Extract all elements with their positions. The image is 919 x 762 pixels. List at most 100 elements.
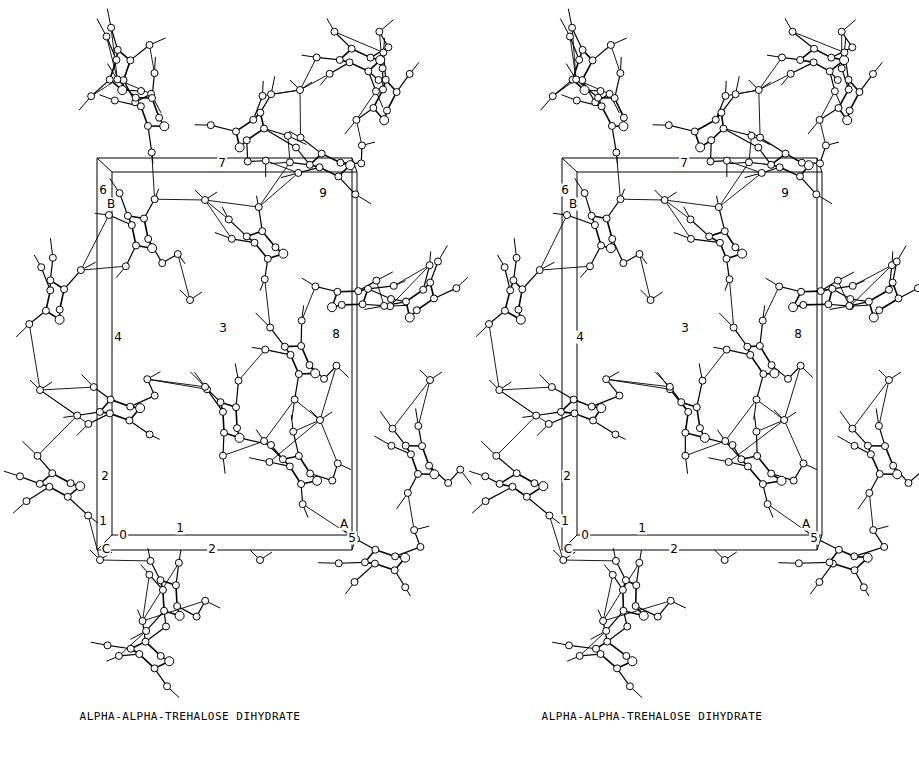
atom-circle bbox=[264, 255, 271, 262]
atom-circle bbox=[846, 107, 853, 114]
atom-circle bbox=[768, 470, 775, 477]
atom-circle bbox=[49, 470, 56, 477]
atom-circle bbox=[382, 76, 389, 83]
atom-circle bbox=[37, 387, 44, 394]
bond-line bbox=[148, 126, 152, 153]
bond-line bbox=[606, 379, 670, 389]
bond-line bbox=[665, 200, 719, 207]
bond-line bbox=[38, 416, 78, 456]
atom-circle bbox=[829, 285, 836, 292]
axis-label: 5 bbox=[809, 532, 819, 545]
atom-circle bbox=[23, 498, 30, 505]
atom-circle bbox=[882, 443, 889, 450]
atom-circle bbox=[595, 94, 602, 101]
atom-circle bbox=[228, 235, 235, 242]
atom-circle bbox=[589, 57, 596, 64]
axis-label: 0 bbox=[580, 529, 590, 542]
atom-circle bbox=[261, 125, 268, 132]
atom-circle bbox=[590, 417, 597, 424]
axis-label: 3 bbox=[680, 322, 690, 335]
atom-circle bbox=[133, 242, 140, 249]
atom-circle bbox=[140, 215, 147, 222]
atom-circle bbox=[720, 125, 727, 132]
atom-circle bbox=[286, 159, 293, 166]
atom-circle bbox=[389, 425, 396, 432]
bond-line bbox=[757, 400, 785, 420]
atom-circle bbox=[259, 228, 266, 235]
atom-circle bbox=[845, 86, 852, 93]
atom-circle bbox=[865, 298, 872, 305]
atom-circle bbox=[759, 481, 766, 488]
atom-circle bbox=[607, 41, 614, 48]
atom-circle bbox=[729, 442, 736, 449]
atom-circle bbox=[576, 652, 583, 659]
bond-line bbox=[499, 390, 536, 416]
atom-circle bbox=[127, 645, 134, 652]
atom-circle bbox=[781, 417, 788, 424]
bond-line bbox=[763, 286, 779, 320]
atom-circle bbox=[375, 77, 382, 84]
atom-circle bbox=[778, 54, 785, 61]
bond-line bbox=[723, 129, 758, 148]
atom-circle bbox=[293, 144, 300, 151]
atom-circle bbox=[261, 276, 268, 283]
bond-line bbox=[205, 200, 259, 207]
atom-circle bbox=[617, 70, 624, 77]
bond-line bbox=[259, 162, 290, 207]
bond-line bbox=[669, 125, 695, 131]
bond-line bbox=[540, 215, 567, 270]
atom-circle bbox=[612, 557, 619, 564]
atom-circle bbox=[317, 417, 324, 424]
atom-circle bbox=[693, 404, 700, 411]
atom-circle bbox=[333, 362, 340, 369]
atom-circle bbox=[612, 431, 619, 438]
atom-circle bbox=[493, 452, 500, 459]
atom-circle bbox=[376, 56, 385, 65]
atom-circle bbox=[592, 645, 599, 652]
bond-line bbox=[68, 497, 88, 516]
atom-circle bbox=[849, 44, 856, 51]
bond-line bbox=[147, 379, 205, 387]
atom-circle bbox=[151, 196, 158, 203]
atom-circle bbox=[175, 611, 184, 620]
bond-line bbox=[320, 420, 338, 463]
atom-circle bbox=[914, 285, 919, 292]
atom-circle bbox=[847, 296, 854, 303]
bond-line bbox=[719, 173, 762, 207]
atom-circle bbox=[620, 114, 627, 121]
atom-circle bbox=[151, 70, 158, 77]
atom-circle bbox=[753, 428, 760, 435]
atom-circle bbox=[235, 377, 242, 384]
atom-circle bbox=[825, 301, 832, 308]
atom-circle bbox=[580, 86, 589, 95]
atom-circle bbox=[124, 212, 131, 219]
atom-circle bbox=[335, 173, 342, 180]
atom-circle bbox=[139, 618, 146, 625]
bond-line bbox=[29, 324, 40, 390]
atom-circle bbox=[486, 321, 493, 328]
axis-label: 2 bbox=[669, 543, 679, 556]
bond-line bbox=[205, 200, 232, 239]
atom-circle bbox=[598, 242, 605, 249]
atom-circle bbox=[359, 301, 366, 308]
atom-circle bbox=[358, 160, 365, 167]
atom-circle bbox=[620, 260, 627, 267]
bond-line bbox=[40, 390, 77, 416]
atom-circle bbox=[307, 470, 314, 477]
atom-circle bbox=[563, 212, 570, 219]
atom-circle bbox=[721, 557, 728, 564]
atom-circle bbox=[753, 396, 760, 403]
atom-circle bbox=[146, 431, 153, 438]
atom-circle bbox=[639, 611, 648, 620]
atom-circle bbox=[513, 254, 520, 261]
atom-circle bbox=[609, 235, 616, 242]
bond-line bbox=[612, 126, 616, 153]
atom-circle bbox=[755, 87, 762, 94]
bond-line bbox=[697, 381, 703, 408]
atom-circle bbox=[370, 104, 377, 111]
atom-circle bbox=[726, 276, 733, 283]
atom-circle bbox=[816, 160, 823, 167]
bond-line bbox=[620, 199, 664, 201]
atom-circle bbox=[172, 582, 179, 589]
